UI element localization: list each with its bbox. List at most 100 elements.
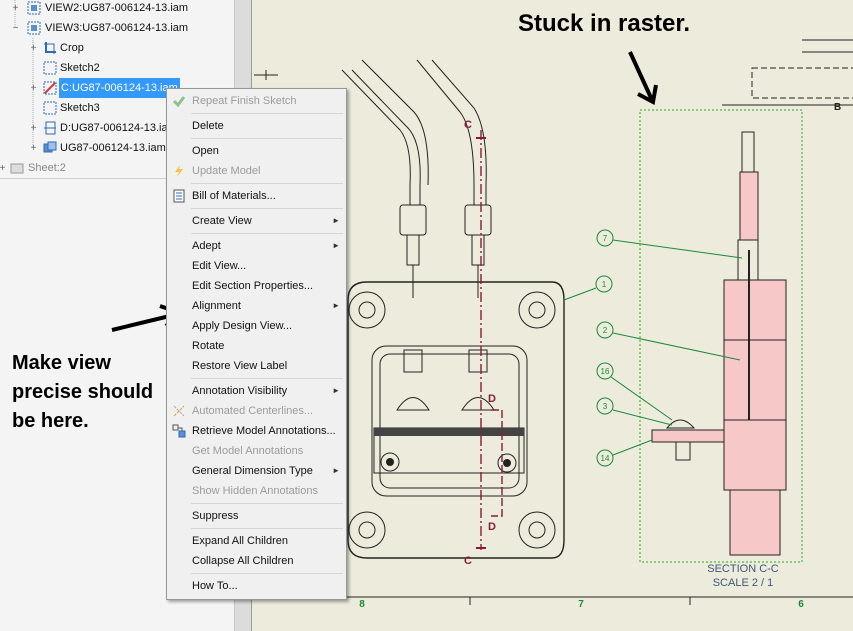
menu-item-suppress[interactable]: Suppress	[167, 506, 346, 526]
assembly-icon	[43, 141, 57, 155]
tree-item-label: VIEW3:UG87-006124-13.iam	[45, 22, 189, 34]
menu-item-label: Edit View...	[192, 260, 247, 272]
menu-item-open[interactable]: Open	[167, 141, 346, 161]
menu-separator	[191, 503, 343, 504]
menu-item-label: Expand All Children	[192, 535, 289, 547]
menu-item-rotate[interactable]: Rotate	[167, 336, 346, 356]
menu-item-label: Open	[192, 145, 219, 157]
menu-item-delete[interactable]: Delete	[167, 116, 346, 136]
zone-number-8: 8	[359, 599, 365, 610]
context-menu[interactable]: Repeat Finish Sketch Delete Open Update …	[166, 88, 347, 600]
balloon-1: 1	[602, 280, 607, 289]
menu-item-label: Rotate	[192, 340, 225, 352]
annotation-line: precise should	[12, 381, 154, 403]
menu-item-label: Bill of Materials...	[192, 190, 276, 202]
retrieve-icon	[172, 424, 186, 438]
menu-item-label: Apply Design View...	[192, 320, 293, 332]
menu-item-edit-view[interactable]: Edit View...	[167, 256, 346, 276]
section-label-c-top: C	[464, 119, 472, 131]
collapse-toggle[interactable]: −	[12, 23, 19, 34]
expand-toggle[interactable]: +	[12, 3, 19, 14]
lightning-icon	[172, 164, 186, 178]
menu-item-label: Retrieve Model Annotations...	[192, 425, 336, 437]
expand-toggle[interactable]: +	[30, 43, 37, 54]
section-label-c-bottom: C	[464, 555, 472, 567]
menu-item-bill-of-materials[interactable]: Bill of Materials...	[167, 186, 346, 206]
menu-item-retrieve-model-annotations[interactable]: Retrieve Model Annotations...	[167, 421, 346, 441]
menu-item-label: General Dimension Type	[192, 465, 313, 477]
menu-item-label: Suppress	[192, 510, 239, 522]
expand-toggle[interactable]: +	[30, 123, 37, 134]
menu-item-label: Collapse All Children	[192, 555, 294, 567]
tree-item-label: UG87-006124-13.iam	[60, 142, 166, 154]
zone-number-7: 7	[578, 599, 584, 610]
annotation-make-view-precise: Make view precise should be here.	[12, 349, 153, 436]
menu-separator	[191, 573, 343, 574]
menu-item-create-view[interactable]: Create View ►	[167, 211, 346, 231]
tree-item-label-selected: C:UG87-006124-13.iam	[59, 78, 180, 98]
drawing-sheet[interactable]: C C D D 7 1 2 16 3	[251, 0, 853, 631]
menu-item-general-dimension-type[interactable]: General Dimension Type►	[167, 461, 346, 481]
section-view-icon	[43, 121, 57, 135]
menu-item-automated-centerlines[interactable]: Automated Centerlines...	[167, 401, 346, 421]
menu-item-label: Repeat Finish Sketch	[192, 95, 297, 107]
section-view-icon	[43, 81, 57, 95]
drawing-view-icon	[27, 21, 41, 35]
crop-icon	[43, 41, 57, 55]
menu-item-get-model-annotations[interactable]: Get Model Annotations	[167, 441, 346, 461]
balloon-7: 7	[603, 234, 608, 243]
expand-toggle[interactable]: +	[30, 83, 37, 94]
menu-item-expand-all-children[interactable]: Expand All Children	[167, 531, 346, 551]
detail-label-b: B	[834, 102, 841, 113]
check-icon	[172, 94, 186, 108]
section-scale: SCALE 2 / 1	[713, 577, 774, 589]
menu-item-show-hidden-annotations[interactable]: Show Hidden Annotations	[167, 481, 346, 501]
expand-toggle[interactable]: +	[30, 143, 37, 154]
menu-item-label: Create View	[192, 215, 252, 227]
menu-item-label: Adept	[192, 240, 221, 252]
annotation-line: be here.	[12, 410, 89, 432]
menu-item-label: Show Hidden Annotations	[192, 485, 318, 497]
section-label-d-bottom: D	[488, 521, 496, 533]
tree-item-label: Crop	[60, 42, 84, 54]
menu-item-label: Restore View Label	[192, 360, 288, 372]
menu-item-apply-design-view[interactable]: Apply Design View...	[167, 316, 346, 336]
menu-item-alignment[interactable]: Alignment ►	[167, 296, 346, 316]
menu-separator	[191, 183, 343, 184]
menu-separator	[191, 528, 343, 529]
section-label-d-top: D	[488, 393, 496, 405]
balloon-2: 2	[603, 326, 608, 335]
submenu-arrow-icon: ►	[332, 216, 340, 225]
menu-item-repeat-finish-sketch[interactable]: Repeat Finish Sketch	[167, 91, 346, 111]
menu-item-edit-section-properties[interactable]: Edit Section Properties...	[167, 276, 346, 296]
bom-icon	[172, 189, 186, 203]
menu-item-label: Alignment	[192, 300, 241, 312]
tree-divider	[0, 178, 234, 179]
section-title: SECTION C-C	[707, 563, 779, 575]
menu-item-label: Edit Section Properties...	[192, 280, 314, 292]
balloon-16: 16	[601, 367, 610, 376]
menu-separator	[191, 233, 343, 234]
menu-item-collapse-all-children[interactable]: Collapse All Children	[167, 551, 346, 571]
menu-separator	[191, 113, 343, 114]
sketch-icon	[43, 101, 57, 115]
annotation-stuck-in-raster: Stuck in raster.	[518, 10, 691, 37]
drawing-view-icon	[27, 1, 41, 15]
menu-separator	[191, 378, 343, 379]
menu-item-how-to[interactable]: How To...	[167, 576, 346, 596]
menu-separator	[191, 138, 343, 139]
menu-item-restore-view-label[interactable]: Restore View Label	[167, 356, 346, 376]
centerline-icon	[172, 404, 186, 418]
expand-toggle[interactable]: +	[0, 163, 6, 174]
menu-item-adept[interactable]: Adept ►	[167, 236, 346, 256]
menu-item-label: Automated Centerlines...	[192, 405, 314, 417]
submenu-arrow-icon: ►	[332, 301, 340, 310]
tree-lines	[14, 0, 34, 148]
submenu-arrow-icon: ►	[332, 241, 340, 250]
menu-item-annotation-visibility[interactable]: Annotation Visibility►	[167, 381, 346, 401]
menu-item-label: Get Model Annotations	[192, 445, 304, 457]
menu-separator	[191, 208, 343, 209]
balloon-14: 14	[601, 454, 610, 463]
menu-item-update-model[interactable]: Update Model	[167, 161, 346, 181]
drawing-canvas: C C D D 7 1 2 16 3	[252, 39, 853, 610]
